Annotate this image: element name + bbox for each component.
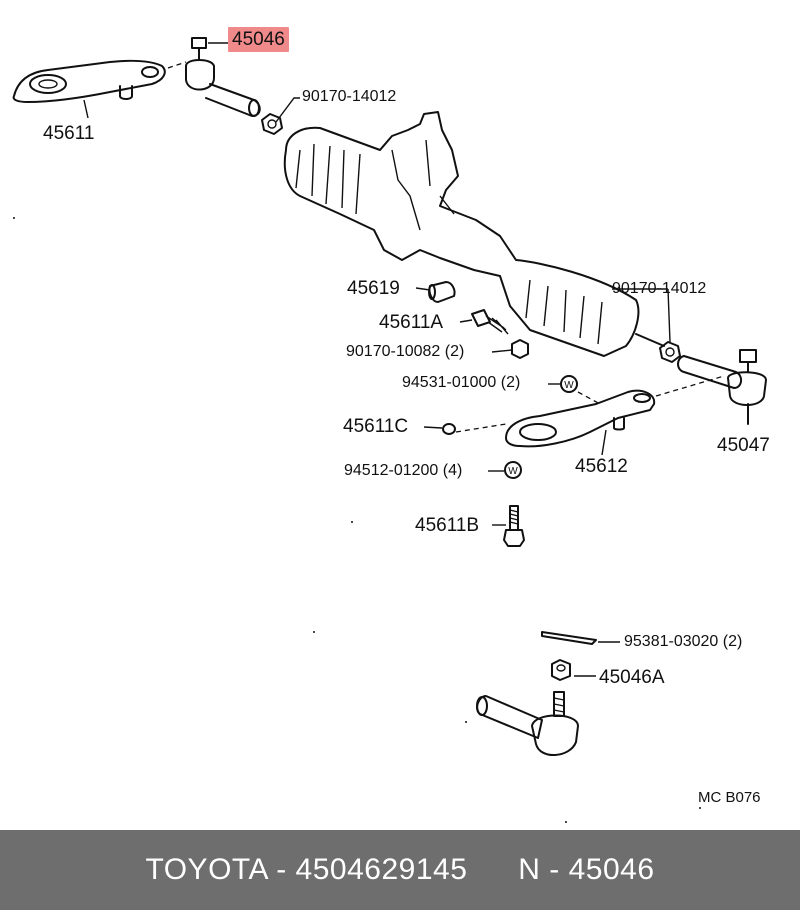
tie-rod-end-right: [677, 349, 767, 425]
label-45611A[interactable]: 45611A: [379, 312, 444, 333]
washer-94512: W: [504, 461, 522, 479]
diagram-reference-code: MC B076: [698, 789, 761, 806]
tie-rod-end-bottom: [476, 691, 579, 756]
label-94531-01000[interactable]: 94531-01000 (2): [402, 374, 521, 391]
footer-separator-2: -: [549, 853, 560, 886]
footer-brand: TOYOTA: [145, 853, 268, 886]
highlighted-part-number[interactable]: 45046: [228, 27, 289, 52]
label-45611B[interactable]: 45611B: [415, 515, 480, 536]
label-45046A[interactable]: 45046A: [599, 667, 665, 688]
part-footer-bar: TOYOTA - 4504629145 N - 45046: [0, 830, 800, 910]
label-45619[interactable]: 45619: [347, 278, 400, 299]
label-45612[interactable]: 45612: [575, 456, 628, 477]
bolt-45611B: [503, 505, 525, 547]
castle-nut-45046A: [551, 659, 571, 681]
knuckle-arm-left: [12, 59, 187, 103]
label-45046[interactable]: 45046: [228, 27, 289, 52]
nut-90170-10082: [511, 339, 529, 359]
bolt-45611A: [471, 309, 509, 335]
label-45611[interactable]: 45611: [43, 123, 95, 144]
specks: [13, 217, 701, 823]
label-90170-14012-upper[interactable]: 90170-14012: [302, 88, 397, 105]
label-90170-14012-lower[interactable]: 90170-14012: [612, 280, 707, 297]
footer-n-value: 45046: [568, 853, 655, 886]
footer-n-prefix: N: [518, 853, 541, 886]
bushing-45619: [428, 281, 456, 303]
footer-text: TOYOTA - 4504629145 N - 45046: [145, 853, 654, 887]
label-94512-01200[interactable]: 94512-01200 (4): [344, 462, 463, 479]
washer-94531: W: [560, 375, 601, 405]
cotter-pin: [541, 631, 597, 645]
footer-part-number: 4504629145: [295, 853, 468, 886]
tie-rod-end-top: [185, 37, 261, 117]
steering-linkage-drawing: W W: [12, 37, 767, 823]
parts-diagram: W W: [12, 27, 770, 823]
leader-lines: [83, 42, 671, 677]
label-90170-10082[interactable]: 90170-10082 (2): [346, 343, 465, 360]
cap-45611C: [442, 423, 456, 435]
label-95381-03020[interactable]: 95381-03020 (2): [624, 633, 743, 650]
svg-text:W: W: [508, 466, 518, 477]
nut-upper: [261, 113, 283, 135]
nut-lower: [659, 341, 681, 363]
label-45047[interactable]: 45047: [717, 435, 770, 456]
svg-text:W: W: [564, 380, 574, 391]
knuckle-arm-right: [455, 375, 725, 448]
footer-separator: -: [276, 853, 287, 886]
label-45611C[interactable]: 45611C: [343, 416, 409, 437]
